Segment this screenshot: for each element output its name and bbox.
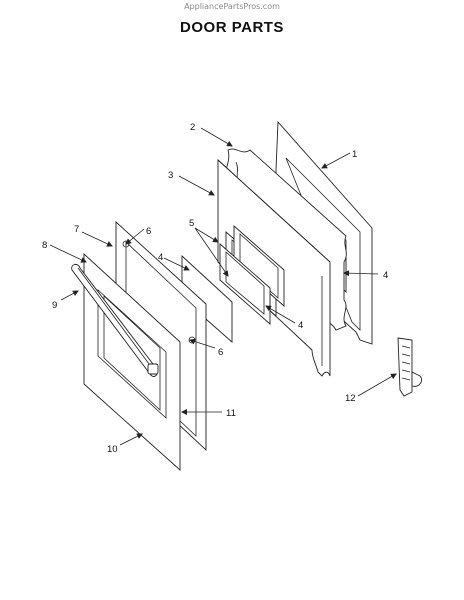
leader-5b bbox=[194, 227, 229, 277]
callout-3: 3 bbox=[168, 170, 173, 181]
leader-10 bbox=[119, 433, 143, 446]
callout-6-bottom: 6 bbox=[218, 347, 223, 358]
leader-6-top bbox=[125, 228, 145, 245]
leader-12 bbox=[357, 373, 397, 397]
part-door-handle bbox=[71, 263, 159, 377]
leader-9 bbox=[60, 290, 79, 301]
callout-10: 10 bbox=[107, 444, 118, 455]
leader-4-middle bbox=[265, 305, 296, 324]
callout-4-right: 4 bbox=[383, 270, 388, 281]
leader-3 bbox=[178, 175, 215, 196]
callout-7: 7 bbox=[74, 224, 79, 235]
callout-8: 8 bbox=[42, 240, 47, 251]
leader-1 bbox=[321, 152, 351, 169]
callout-11: 11 bbox=[226, 408, 236, 419]
page-title: DOOR PARTS bbox=[180, 19, 284, 36]
callout-5: 5 bbox=[189, 218, 194, 229]
callout-2: 2 bbox=[190, 122, 195, 133]
part-glass-retainer bbox=[219, 225, 285, 325]
callout-12: 12 bbox=[345, 393, 356, 404]
callout-4-middle: 4 bbox=[298, 320, 303, 331]
callout-9: 9 bbox=[52, 300, 57, 311]
leader-4-left bbox=[163, 257, 190, 271]
leader-8 bbox=[49, 244, 87, 263]
callout-4-left: 4 bbox=[158, 252, 163, 263]
callout-6-top: 6 bbox=[146, 226, 151, 237]
watermark: AppliancePartsPros.com bbox=[184, 2, 280, 11]
leader-5a bbox=[194, 227, 219, 243]
part-door-hinge bbox=[397, 337, 423, 397]
leader-4-right bbox=[343, 270, 379, 277]
callout-1: 1 bbox=[352, 149, 357, 160]
leader-6-bottom bbox=[189, 338, 216, 349]
leader-7 bbox=[81, 231, 113, 247]
callout-labels: 1 2 3 4 5 4 4 6 7 8 9 6 11 12 10 bbox=[42, 122, 388, 455]
leader-2 bbox=[200, 127, 233, 147]
leader-lines bbox=[49, 127, 397, 446]
